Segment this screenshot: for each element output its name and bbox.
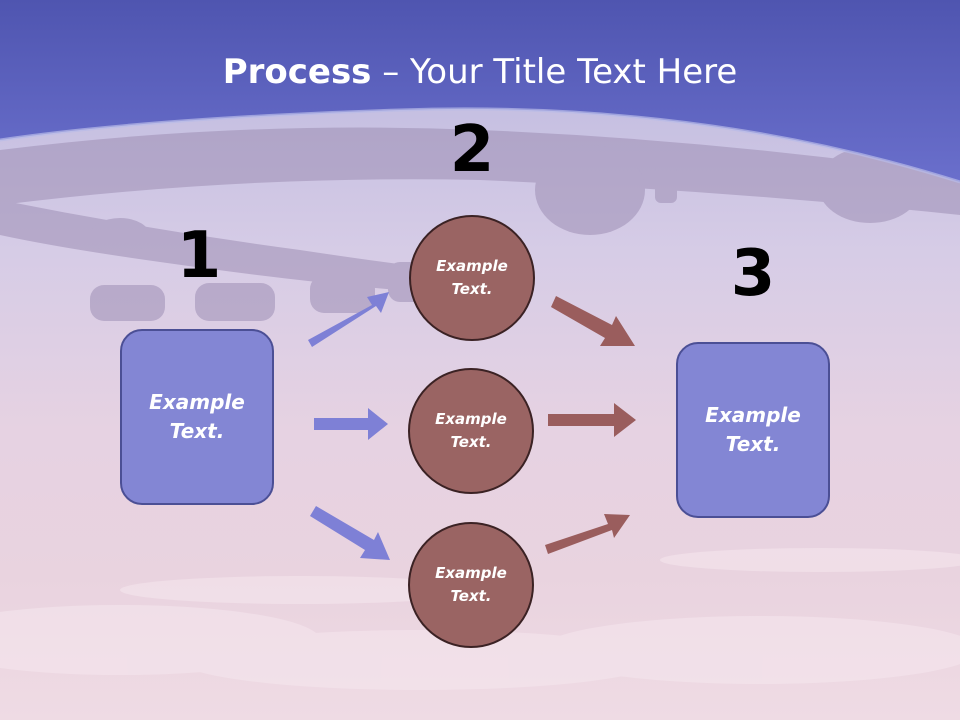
- airplane-silhouette: [0, 127, 960, 321]
- circle-middle-line1: Example: [435, 410, 507, 428]
- circle-middle-line2: Text.: [450, 433, 492, 451]
- arrow-middle-to-3: [548, 403, 636, 437]
- process-circle-bottom: Example Text.: [408, 522, 534, 648]
- step-number-2: 2: [449, 113, 495, 187]
- step-number-3: 3: [730, 237, 776, 311]
- circle-bottom-line1: Example: [435, 564, 507, 582]
- process-circle-middle: Example Text.: [408, 368, 534, 494]
- title-bold: Process: [222, 52, 372, 92]
- process-circle-top: Example Text.: [409, 215, 535, 341]
- step-number-1: 1: [176, 219, 222, 293]
- output-box-line1: Example: [705, 403, 801, 427]
- header-band: [0, 0, 960, 182]
- input-box: Example Text.: [120, 329, 274, 505]
- arrow-top-to-3: [551, 296, 635, 346]
- arrow-1-to-middle: [314, 408, 388, 440]
- clouds: [0, 548, 960, 690]
- title-rest: – Your Title Text Here: [371, 52, 738, 92]
- output-box-line2: Text.: [725, 432, 781, 456]
- circle-top-line1: Example: [436, 257, 508, 275]
- input-box-line1: Example: [149, 390, 245, 414]
- output-box: Example Text.: [676, 342, 830, 518]
- circle-top-line2: Text.: [451, 280, 493, 298]
- slide-title: Process – Your Title Text Here: [0, 52, 960, 92]
- arrow-bottom-to-3: [545, 514, 630, 554]
- circle-bottom-line2: Text.: [450, 587, 492, 605]
- input-box-line2: Text.: [169, 419, 225, 443]
- arrow-1-to-top: [308, 292, 389, 347]
- arrow-1-to-bottom: [310, 506, 390, 560]
